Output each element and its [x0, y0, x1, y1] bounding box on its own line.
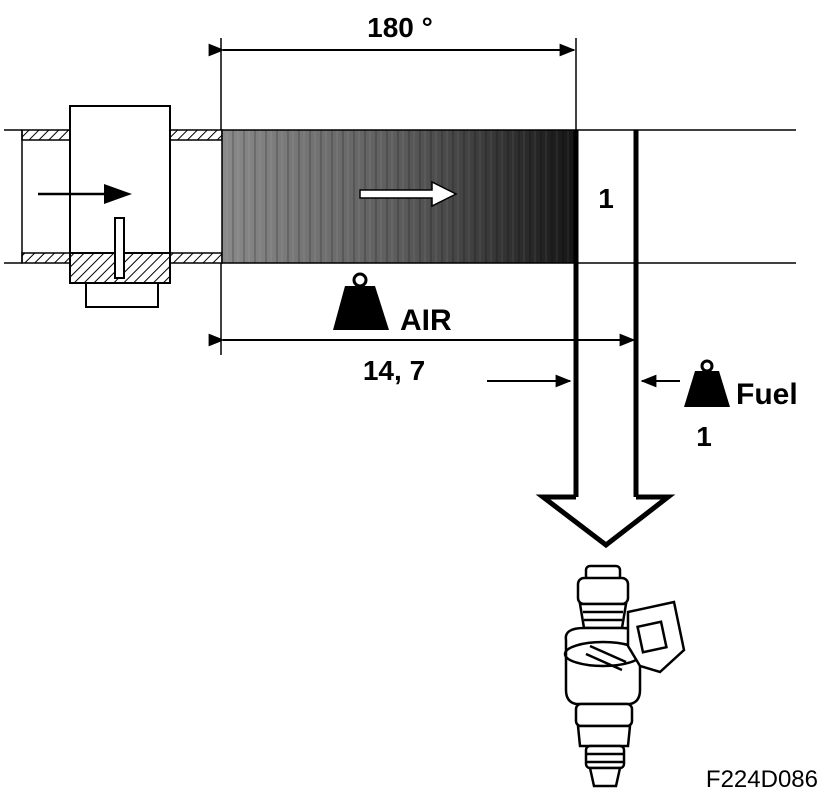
- air-flow-arrow-icon: [359, 180, 458, 208]
- air-ratio-dimension: [208, 263, 636, 355]
- fuel-ratio-label: 1: [696, 421, 712, 452]
- cylinder-number: 1: [598, 183, 614, 214]
- figure-code: F224D086: [706, 766, 818, 793]
- air-label: AIR: [400, 304, 452, 337]
- angle-dimension: [208, 38, 577, 130]
- air-ratio-label: 14, 7: [363, 355, 425, 386]
- inflow-arrow-icon: [38, 184, 132, 204]
- weight-icon: [684, 359, 730, 407]
- angle-label: 180 °: [367, 12, 433, 43]
- fuel-injector-icon: [563, 564, 686, 788]
- throttle-body-icon: [69, 105, 171, 308]
- fuel-column: [535, 130, 676, 549]
- fuel-label: Fuel: [736, 378, 798, 411]
- weight-icon: [333, 272, 389, 330]
